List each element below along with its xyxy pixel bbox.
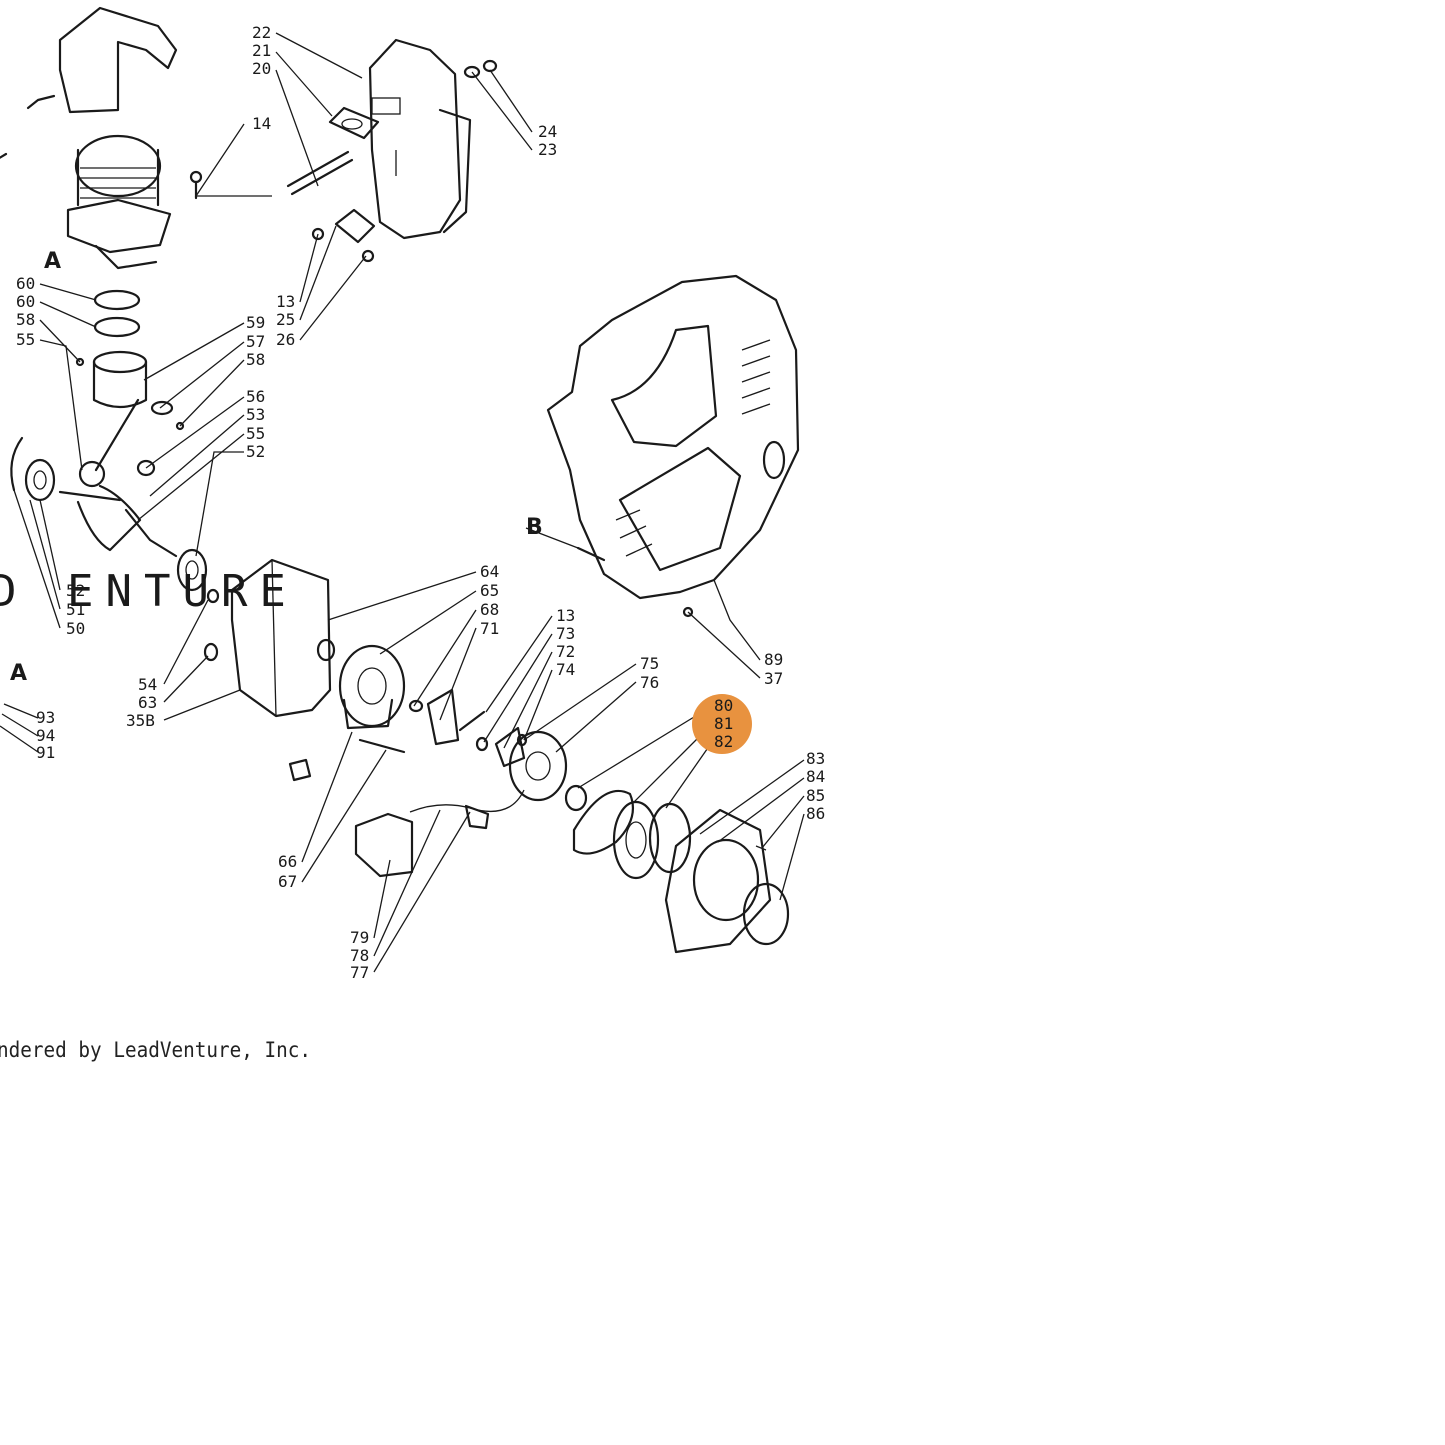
callout-55-b[interactable]: 55: [246, 424, 265, 443]
callout-89[interactable]: 89: [764, 650, 783, 669]
highlight-marker[interactable]: [692, 694, 752, 754]
callout-60-b[interactable]: 60: [16, 292, 35, 311]
callout-81[interactable]: 81: [714, 714, 733, 733]
callout-52-b[interactable]: 52: [66, 581, 85, 600]
callout-labels: 22 21 20 14 24 23 13 25 26 60 60 58 55 5…: [16, 23, 825, 982]
muffler-gasket: [286, 106, 380, 196]
callout-68[interactable]: 68: [480, 600, 499, 619]
callout-14[interactable]: 14: [252, 114, 271, 133]
flywheel-parts: [458, 710, 568, 802]
washer-nut-23-24: [463, 59, 498, 79]
callout-25[interactable]: 25: [276, 310, 295, 329]
section-letter-b: B: [526, 515, 543, 540]
callout-80[interactable]: 80: [714, 696, 733, 715]
starter-assembly: [564, 784, 790, 954]
crankshaft: [58, 398, 178, 558]
cylinder-shroud: [58, 6, 178, 114]
callout-53[interactable]: 53: [246, 405, 265, 424]
footer-credit: ndered by LeadVenture, Inc.: [0, 1038, 312, 1062]
callout-84[interactable]: 84: [806, 767, 825, 786]
section-letter-a-top: A: [44, 249, 61, 274]
fan-housing: [546, 274, 800, 618]
callout-51[interactable]: 51: [66, 600, 85, 619]
callout-82[interactable]: 82: [714, 732, 733, 751]
callout-52-a[interactable]: 52: [246, 442, 265, 461]
bolt-14: [189, 170, 203, 200]
callout-94[interactable]: 94: [36, 726, 55, 745]
callout-37[interactable]: 37: [764, 669, 783, 688]
muffler-bracket: [311, 208, 376, 263]
callout-65[interactable]: 65: [480, 581, 499, 600]
callout-91[interactable]: 91: [36, 743, 55, 762]
callout-50[interactable]: 50: [66, 619, 85, 638]
piston-rings: [93, 289, 141, 338]
callout-64[interactable]: 64: [480, 562, 499, 581]
callout-79[interactable]: 79: [350, 928, 369, 947]
cylinder: [66, 134, 172, 270]
callout-76[interactable]: 76: [640, 673, 659, 692]
bearings: [10, 436, 208, 592]
callout-58-a[interactable]: 58: [16, 310, 35, 329]
callout-21[interactable]: 21: [252, 41, 271, 60]
callout-22[interactable]: 22: [252, 23, 271, 42]
ignition-coil: [288, 638, 406, 782]
callout-54[interactable]: 54: [138, 675, 157, 694]
callout-57[interactable]: 57: [246, 332, 265, 351]
callout-72[interactable]: 72: [556, 642, 575, 661]
callout-83[interactable]: 83: [806, 749, 825, 768]
callout-66[interactable]: 66: [278, 852, 297, 871]
callout-67[interactable]: 67: [278, 872, 297, 891]
callout-55-a[interactable]: 55: [16, 330, 35, 349]
callout-85[interactable]: 85: [806, 786, 825, 805]
callout-23[interactable]: 23: [538, 140, 557, 159]
muffler: [368, 38, 472, 240]
callout-56[interactable]: 56: [246, 387, 265, 406]
section-letter-a-bottom: A: [10, 661, 27, 686]
callout-35b[interactable]: 35B: [126, 711, 155, 730]
callout-20[interactable]: 20: [252, 59, 271, 78]
callout-93[interactable]: 93: [36, 708, 55, 727]
callout-24[interactable]: 24: [538, 122, 557, 141]
callout-59[interactable]: 59: [246, 313, 265, 332]
spark-plug-93: [0, 94, 56, 159]
callout-73[interactable]: 73: [556, 624, 575, 643]
callout-63[interactable]: 63: [138, 693, 157, 712]
callout-77[interactable]: 77: [350, 963, 369, 982]
piston: [75, 350, 185, 431]
callout-13-top[interactable]: 13: [276, 292, 295, 311]
callout-13-mid[interactable]: 13: [556, 606, 575, 625]
callout-75[interactable]: 75: [640, 654, 659, 673]
callout-60-a[interactable]: 60: [16, 274, 35, 293]
crankcase: [203, 558, 332, 718]
section-letters: A B A: [10, 249, 543, 686]
callout-78[interactable]: 78: [350, 946, 369, 965]
callout-26[interactable]: 26: [276, 330, 295, 349]
callout-71[interactable]: 71: [480, 619, 499, 638]
leader-lines: [0, 32, 805, 973]
callout-74[interactable]: 74: [556, 660, 575, 679]
callout-58-b[interactable]: 58: [246, 350, 265, 369]
pawl-plate: [408, 688, 460, 746]
callout-86[interactable]: 86: [806, 804, 825, 823]
